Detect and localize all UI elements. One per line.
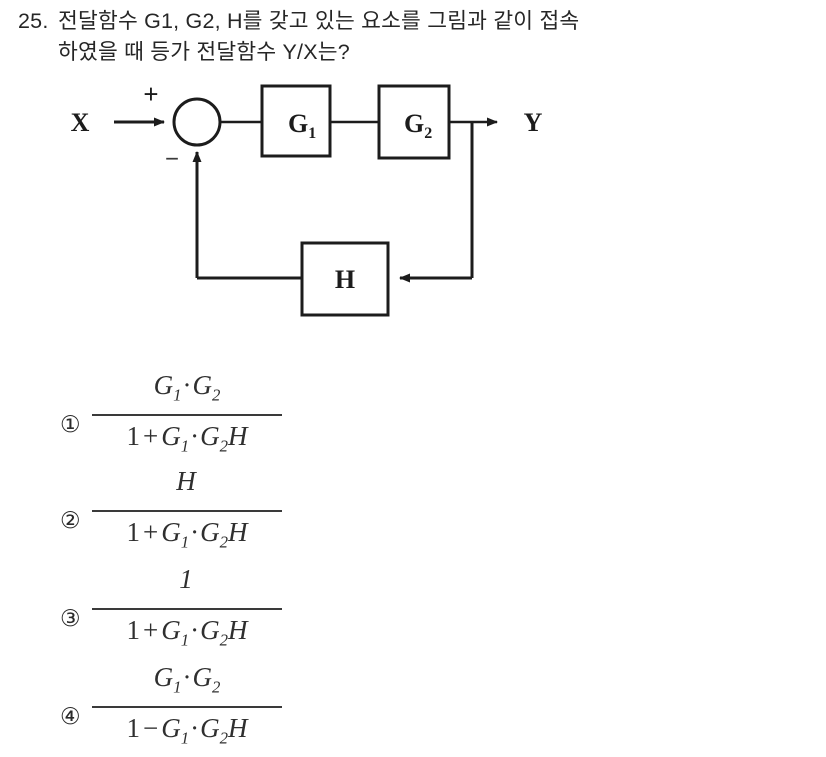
question-block: 25. 전달함수 G1, G2, H를 갖고 있는 요소를 그림과 같이 접속 … bbox=[18, 6, 808, 68]
minus-sign-label: − bbox=[165, 146, 179, 173]
option-1-numerator: G1·G2 bbox=[153, 370, 221, 405]
option-3-numerator: 1 bbox=[179, 564, 193, 594]
option-3-fraction-bar bbox=[92, 608, 282, 611]
option-2-numerator: H bbox=[176, 466, 196, 496]
block-diagram: X Y + − G1 G2 H bbox=[0, 78, 826, 328]
option-fraction-4: G1·G2 1−G1·G2H bbox=[92, 660, 282, 757]
option-4-fraction-bar bbox=[92, 706, 282, 709]
option-marker-4: ④ bbox=[60, 703, 81, 730]
question-text-line-1: 전달함수 G1, G2, H를 갖고 있는 요소를 그림과 같이 접속 bbox=[58, 9, 580, 33]
question-number: 25. bbox=[18, 9, 49, 33]
option-2-fraction-bar bbox=[92, 510, 282, 513]
question-text-line-2: 하였을 때 등가 전달함수 Y/X는? bbox=[58, 40, 350, 64]
answer-option-1[interactable]: ① G1·G2 1+G1·G2H bbox=[60, 368, 282, 465]
option-1-fraction-bar bbox=[92, 414, 282, 417]
g2-block bbox=[377, 84, 451, 160]
option-fraction-3: 1 1+G1·G2H bbox=[92, 562, 282, 659]
answer-option-2[interactable]: ② H 1+G1·G2H bbox=[60, 464, 282, 561]
option-fraction-2: H 1+G1·G2H bbox=[92, 464, 282, 561]
option-1-denominator: 1+G1·G2H bbox=[126, 421, 248, 456]
option-4-numerator: G1·G2 bbox=[153, 662, 221, 697]
option-marker-1: ① bbox=[60, 411, 81, 438]
option-4-denominator: 1−G1·G2H bbox=[126, 713, 248, 748]
option-fraction-1: G1·G2 1+G1·G2H bbox=[92, 368, 282, 465]
option-marker-2: ② bbox=[60, 507, 81, 534]
h-block-label: H bbox=[335, 265, 355, 294]
question-line-2: 하였을 때 등가 전달함수 Y/X는? bbox=[18, 37, 808, 68]
option-3-denominator: 1+G1·G2H bbox=[126, 615, 248, 650]
summing-junction bbox=[172, 97, 222, 147]
h-block bbox=[300, 241, 390, 317]
answer-option-4[interactable]: ④ G1·G2 1−G1·G2H bbox=[60, 660, 282, 757]
option-marker-3: ③ bbox=[60, 605, 81, 632]
answer-option-3[interactable]: ③ 1 1+G1·G2H bbox=[60, 562, 282, 659]
plus-sign-label: + bbox=[143, 79, 158, 109]
input-label-x: X bbox=[71, 108, 90, 137]
option-2-denominator: 1+G1·G2H bbox=[126, 517, 248, 552]
question-line-1: 25. 전달함수 G1, G2, H를 갖고 있는 요소를 그림과 같이 접속 bbox=[18, 6, 808, 37]
output-label-y: Y bbox=[524, 108, 543, 137]
